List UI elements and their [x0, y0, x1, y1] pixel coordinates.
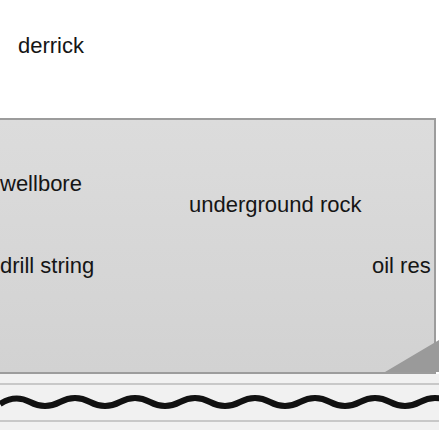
part-label: derrick: [18, 35, 84, 57]
part-label: wellbore: [0, 173, 82, 195]
strip-line: [0, 383, 439, 385]
node-label: underground rock: [189, 194, 361, 216]
strip-line: [0, 420, 439, 422]
part-label: oil res: [372, 255, 431, 277]
rock-band: underground rock: [0, 118, 436, 374]
part-label: drill string: [0, 255, 94, 277]
oil-reservoir-shape: [385, 340, 439, 372]
drill-string-wave: [0, 398, 439, 406]
